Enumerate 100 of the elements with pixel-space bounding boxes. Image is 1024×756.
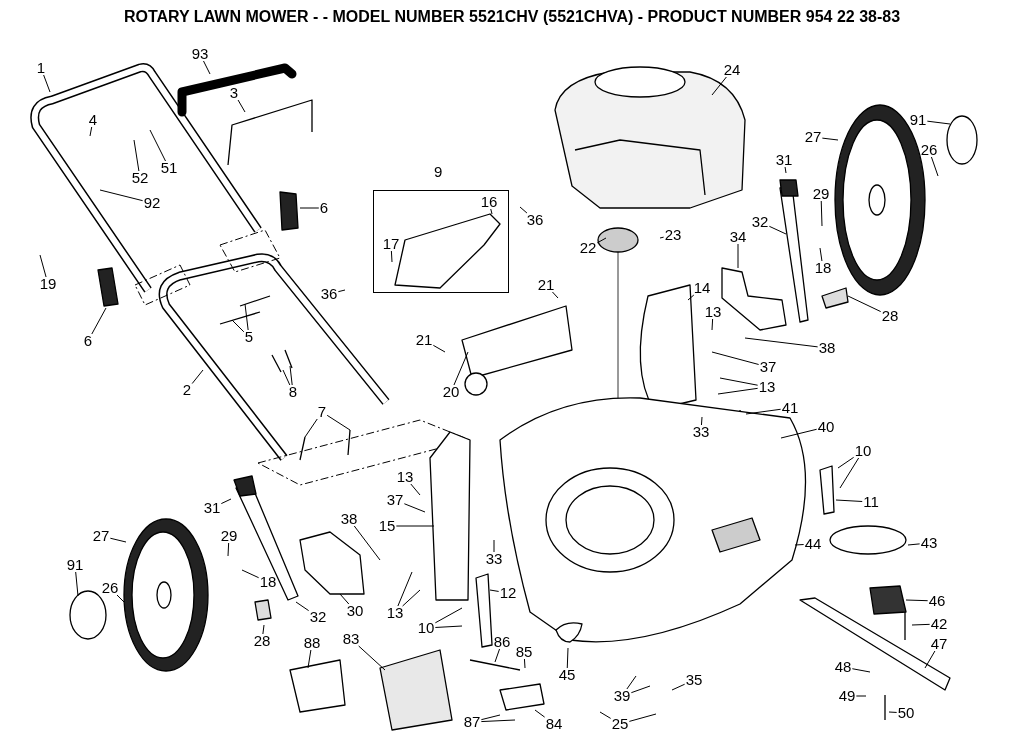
callout-number: 40 [817, 419, 835, 435]
leader-line [203, 60, 211, 75]
leader-line [490, 208, 493, 215]
leader-line [480, 719, 516, 723]
leader-line [930, 156, 939, 177]
callout-number: 27 [804, 129, 822, 145]
callout-number: 83 [342, 631, 360, 647]
leader-line [821, 137, 839, 141]
leader-line [326, 414, 351, 431]
callout-number: 47 [930, 636, 948, 652]
callout-number: 20 [442, 384, 460, 400]
leader-line [523, 658, 526, 669]
leader-line [784, 166, 787, 174]
callout-number: 2 [182, 382, 192, 398]
callout-number: 26 [920, 142, 938, 158]
leader-line [480, 714, 501, 721]
callout-number: 6 [319, 200, 329, 216]
callout-number: 36 [320, 286, 338, 302]
callout-number: 31 [203, 500, 221, 516]
callout-number: 91 [66, 557, 84, 573]
callout-number: 11 [863, 494, 879, 510]
leader-line [671, 683, 686, 691]
callout-number: 7 [317, 404, 327, 420]
callout-number: 29 [812, 186, 830, 202]
callout-number: 18 [259, 574, 277, 590]
callout-number: 22 [579, 240, 597, 256]
callout-number: 1 [36, 60, 46, 76]
leader-line [89, 126, 93, 137]
callout-number: 13 [396, 469, 414, 485]
callout-number: 42 [930, 616, 948, 632]
leader-line [596, 237, 607, 244]
callout-number: 5 [244, 329, 254, 345]
diagram-title: ROTARY LAWN MOWER - - MODEL NUMBER 5521CHV (5521CHVA) - PRODUCT NUMBER 954 22 38-83 [122, 8, 902, 26]
leader-line [905, 599, 929, 602]
leader-line [926, 120, 951, 125]
leader-line [737, 243, 739, 269]
leader-line [851, 668, 871, 673]
leader-line [109, 537, 127, 543]
leader-line [75, 571, 79, 597]
leader-line [337, 289, 346, 293]
callout-number: 84 [545, 716, 563, 732]
leader-line [745, 408, 782, 415]
leader-line [628, 713, 657, 722]
leader-line [133, 139, 140, 172]
callout-number: 36 [526, 212, 544, 228]
leader-line [358, 645, 386, 671]
leader-line [410, 483, 421, 496]
leader-line [911, 623, 931, 626]
callout-number: 28 [253, 633, 271, 649]
callout-number: 48 [834, 659, 852, 675]
leader-line [220, 498, 232, 505]
leader-line [837, 456, 855, 469]
leader-line [289, 365, 293, 386]
leader-line [262, 624, 265, 635]
leader-line [307, 649, 312, 669]
callout-number: 31 [775, 152, 793, 168]
callout-number: 10 [417, 620, 435, 636]
leader-line [534, 709, 546, 718]
leader-line [43, 74, 51, 93]
callout-number: 49 [838, 688, 856, 704]
leader-line [191, 369, 204, 385]
leader-line [566, 647, 569, 669]
leader-line [744, 337, 819, 348]
leader-line [855, 695, 867, 697]
callout-number: 41 [781, 400, 799, 416]
callout-number: 46 [928, 593, 946, 609]
callout-number: 25 [611, 716, 629, 732]
callout-number: 21 [415, 332, 433, 348]
leader-line [304, 418, 318, 438]
leader-line [403, 503, 426, 513]
leader-line [835, 499, 863, 502]
callout-number: 12 [499, 585, 517, 601]
callout-number: 10 [854, 443, 872, 459]
callout-number: 8 [288, 384, 298, 400]
leader-line [907, 543, 921, 546]
leader-line [493, 539, 495, 553]
leader-line [819, 247, 823, 262]
leader-line [116, 594, 125, 603]
callout-number: 43 [920, 535, 938, 551]
callout-number: 34 [729, 229, 747, 245]
callout-number: 14 [693, 280, 711, 296]
leader-line [390, 250, 393, 263]
callout-number: 4 [88, 112, 98, 128]
callout-number: 38 [818, 340, 836, 356]
leader-line [353, 525, 381, 561]
leader-line [91, 307, 107, 335]
callout-number: 45 [558, 667, 576, 683]
leader-line [231, 319, 245, 333]
leader-line [711, 76, 727, 96]
leader-line [839, 457, 860, 489]
callout-number: 38 [340, 511, 358, 527]
callout-number: 16 [480, 194, 498, 210]
leader-line [453, 351, 469, 386]
leader-line [395, 525, 435, 527]
leader-line [494, 648, 501, 663]
callout-number: 37 [386, 492, 404, 508]
leader-line [711, 351, 760, 365]
callout-number: 37 [759, 359, 777, 375]
leader-line [339, 593, 350, 605]
callout-number: 32 [751, 214, 769, 230]
